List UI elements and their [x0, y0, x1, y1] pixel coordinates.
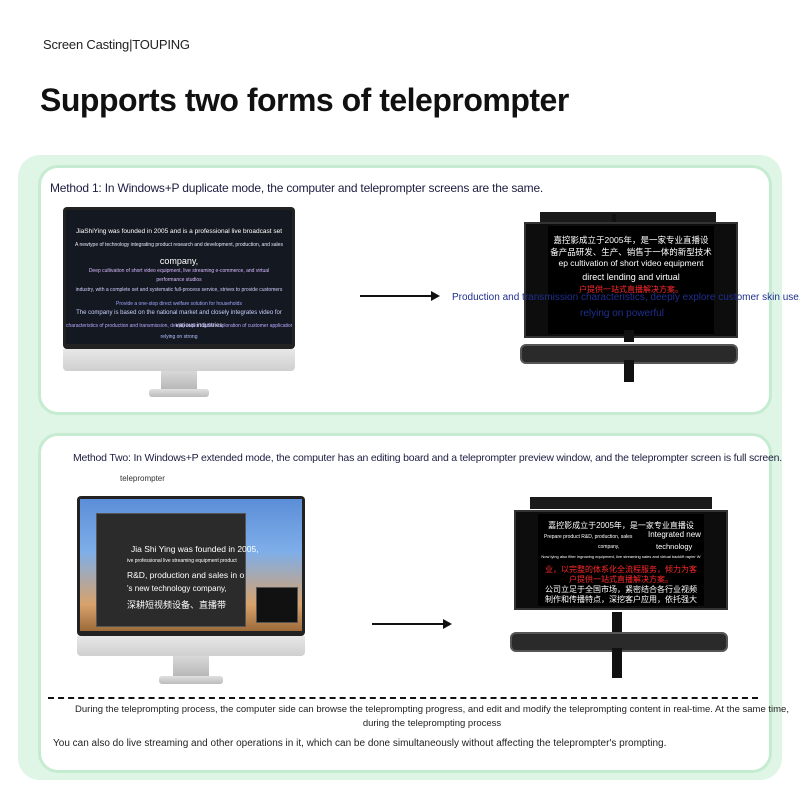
prompter-line: Now lying also filter ingrowing equipmen…	[541, 554, 701, 559]
method-one-caption: Method 1: In Windows+P duplicate mode, t…	[50, 181, 544, 195]
prompter-line: 户提供一站式直播解决方案。	[569, 575, 673, 584]
teleprompter-label: teleprompter	[120, 474, 165, 483]
prompter-line: 嘉控影成立于2005年，是一家专业直播设	[548, 521, 694, 530]
divider	[48, 697, 758, 699]
editor-window: Jia Shi Ying was founded in 2005, ive pr…	[96, 513, 259, 627]
desktop-line: Jia Shi Ying was founded in 2005,	[131, 544, 259, 554]
teleprompter-one-glass: 嘉控影成立于2005年，是一家专业直播设 备产品研发、生产、销售于一体的新型技术…	[524, 222, 738, 338]
monitor-line: Deep cultivation of short video equipmen…	[88, 268, 270, 274]
desktop-line: R&D, production and sales in o	[127, 570, 245, 580]
prompter-line: 公司立足于全国市场，紧密结合各行业视频	[545, 585, 697, 594]
monitor-line: characteristics of production and transm…	[66, 323, 292, 329]
brand-label: Screen Casting|TOUPING	[43, 37, 190, 52]
prompter-line: company,	[598, 544, 620, 550]
note-line-one: During the teleprompting process, the co…	[75, 704, 789, 729]
monitor-line: Provide a one-stop direct welfare soluti…	[116, 301, 242, 307]
monitor-line: various industries	[175, 323, 223, 329]
prompter-line: 业，以完整的体系化全流程服务，倾力为客	[545, 565, 697, 574]
prompter-line: 户提供一站式直播解决方案。	[579, 285, 683, 294]
prompter-line: 制作和传播特点，深挖客户应用，依托强大	[545, 595, 697, 604]
monitor-one-screen: JiaShiYing was founded in 2005 and is a …	[66, 210, 292, 344]
prompter-line: 备产品研发、生产、销售于一体的新型技术	[550, 247, 712, 257]
prompter-line: Integrated new	[648, 530, 701, 539]
desktop-line: 's new technology company,	[127, 584, 227, 593]
prompter-overlay-line: relying on powerful	[580, 308, 664, 319]
preview-window	[256, 587, 298, 623]
desktop-line: ive professional live streaming equipmen…	[127, 558, 237, 564]
monitor-two-screen: Jia Shi Ying was founded in 2005, ive pr…	[80, 499, 302, 631]
monitor-line: company,	[159, 256, 199, 266]
prompter-line: ep cultivation of short video equipment	[558, 258, 704, 268]
arrow-icon	[360, 291, 440, 301]
monitor-line: JiaShiYing was founded in 2005 and is a …	[75, 228, 283, 235]
monitor-line: A newtype of technology integrating prod…	[75, 242, 283, 248]
monitor-line: The company is based on the national mar…	[76, 310, 282, 316]
method-two-caption: Method Two: In Windows+P extended mode, …	[73, 452, 783, 464]
monitor-two: Jia Shi Ying was founded in 2005, ive pr…	[77, 496, 305, 686]
note-line-two: You can also do live streaming and other…	[53, 738, 667, 749]
teleprompter-two-glass: 嘉控影成立于2005年，是一家专业直播设 Integrated new tech…	[514, 510, 728, 610]
prompter-line: Prepare product R&D, production, sales	[544, 534, 633, 540]
prompter-line: 嘉控影成立于2005年，是一家专业直播设	[553, 235, 709, 245]
monitor-line: performance studios	[156, 277, 202, 283]
page-title: Supports two forms of teleprompter	[40, 82, 569, 118]
prompter-line: technology	[656, 542, 693, 551]
prompter-line: direct lending and virtual	[582, 272, 680, 282]
desktop-line: 深耕短视频设备、直播带	[127, 600, 227, 610]
monitor-line: relying on strong	[160, 334, 198, 340]
arrow-icon	[372, 619, 452, 629]
monitor-one: JiaShiYing was founded in 2005 and is a …	[63, 207, 295, 397]
monitor-line: industry, with a complete set and system…	[75, 287, 283, 293]
prompter-overlay-line: Production and transmission characterist…	[452, 292, 800, 303]
